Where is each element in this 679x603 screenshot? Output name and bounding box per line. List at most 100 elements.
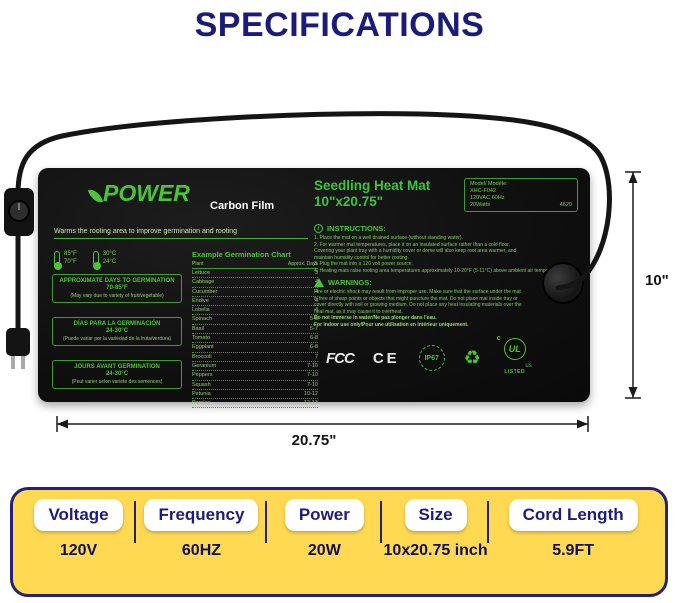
height-arrowhead-bottom bbox=[628, 387, 638, 398]
dial-knob-icon bbox=[8, 200, 30, 222]
plug-prong bbox=[11, 356, 15, 369]
instructions-section: i INSTRUCTIONS: 1. Place the mat on a we… bbox=[314, 224, 580, 275]
ul-c-mark: c bbox=[496, 335, 501, 342]
width-arrowhead-left bbox=[57, 419, 68, 429]
plant-days: 4 bbox=[314, 297, 318, 304]
spec-value: 10x20.75 inch bbox=[383, 542, 488, 559]
temp-celsius: 30°C 24°C bbox=[92, 250, 117, 270]
ul-us-mark: us bbox=[525, 363, 532, 369]
plant-name: Lettuce bbox=[192, 270, 211, 276]
leaf-icon bbox=[87, 186, 104, 206]
instruction-line: 2. For warmer mat temperatures, place it… bbox=[314, 241, 510, 248]
plant-days: 5-6 bbox=[310, 316, 318, 323]
ce-logo: CE bbox=[372, 349, 400, 367]
tagline-text: Warms the rooting area to improve germin… bbox=[54, 228, 308, 239]
instruction-line: 3. Plug the mat into a 120 volt power so… bbox=[314, 261, 413, 268]
germination-row: Eggplant 6-8 bbox=[192, 343, 318, 353]
temp-low: 70°F bbox=[64, 259, 77, 265]
ul-listed-label: LISTED bbox=[504, 369, 526, 375]
warnings-section: WARNINGS: Fire or electric shock may res… bbox=[314, 278, 580, 329]
plant-name: Eggplant bbox=[192, 344, 214, 351]
model-code: 4620 bbox=[559, 202, 572, 208]
temp-low: 24°C bbox=[102, 259, 117, 265]
plant-name: Parsley bbox=[192, 400, 211, 407]
instruction-line: 4. Heating mats raise rooting area tempe… bbox=[314, 267, 563, 274]
product-size: 10"x20.75" bbox=[314, 194, 384, 209]
ipower-logo: POWER bbox=[87, 180, 190, 206]
plant-days: 7 bbox=[314, 353, 318, 360]
plant-name: Broccoli bbox=[192, 353, 212, 360]
temperature-range-row: 85°F 70°F 30°C 24°C bbox=[54, 250, 117, 270]
germination-chart-header: Plant Approx. Days bbox=[192, 261, 318, 269]
spec-table: Voltage 120V Frequency 60HZ Power 20W Si… bbox=[10, 487, 668, 597]
model-label: Model/ Modèle: bbox=[470, 181, 508, 187]
spec-value: 20W bbox=[307, 542, 341, 559]
germination-chart: Example Germination Chart Plant Approx. … bbox=[192, 250, 318, 409]
plant-name: Cabbage bbox=[192, 279, 215, 286]
width-dimension-arrow bbox=[56, 416, 589, 432]
instruction-line: maintain humidity control for better roo… bbox=[314, 254, 409, 261]
certification-logos: FCC CE IP67 ♻ c UL us LISTED bbox=[326, 335, 532, 378]
spec-value: 120V bbox=[59, 542, 98, 559]
warning-line: heat mat, as it may cause it to overheat… bbox=[314, 308, 403, 315]
spec-column-voltage: Voltage 120V bbox=[21, 499, 137, 594]
plant-name: Geranium bbox=[192, 362, 217, 369]
model-voltage: 120VAC 60Hz bbox=[470, 195, 505, 201]
height-dimension-label: 10" bbox=[645, 272, 669, 289]
warning-icon bbox=[314, 278, 324, 287]
plant-name: Squash bbox=[192, 381, 211, 388]
spec-column-frequency: Frequency 60HZ bbox=[136, 499, 267, 594]
brand-name: POWER bbox=[103, 180, 190, 206]
plug-prong bbox=[21, 356, 25, 369]
spec-column-size: Size 10x20.75 inch bbox=[382, 499, 490, 594]
plant-days: 7-10 bbox=[306, 372, 318, 379]
germination-row: Broccoli 7 bbox=[192, 353, 318, 362]
plant-days: 4 bbox=[314, 288, 318, 295]
fcc-logo: FCC bbox=[326, 349, 355, 367]
warning-line: For indoor use only/Pour une utilisation… bbox=[314, 321, 469, 328]
plant-name: Peppers bbox=[192, 372, 213, 379]
ul-mark: UL bbox=[503, 338, 526, 360]
thermostat-dial-controller bbox=[4, 188, 34, 236]
height-dimension-arrow bbox=[625, 171, 641, 399]
warning-line: Fire or electric shock may result from i… bbox=[314, 289, 521, 295]
germination-row: Peppers 7-10 bbox=[192, 371, 318, 381]
spec-column-power: Power 20W bbox=[267, 499, 383, 594]
instructions-title: INSTRUCTIONS: bbox=[327, 224, 386, 233]
model-number: XHC-F042 bbox=[470, 188, 496, 194]
carbon-film-label: Carbon Film bbox=[210, 200, 275, 212]
plant-days: 4 bbox=[314, 307, 318, 314]
cord-connector bbox=[542, 262, 584, 304]
plant-days: 10-12 bbox=[303, 390, 318, 397]
plant-name: Petunia bbox=[192, 390, 211, 397]
spec-header: Power bbox=[284, 499, 364, 531]
germination-info-box-en: APPROXIMATE DAYS TO GERMINATION 70-85°F … bbox=[52, 274, 182, 303]
germination-row: Endive 4 bbox=[192, 297, 318, 307]
heat-mat-product-image: POWER Carbon Film Warms the rooting area… bbox=[38, 168, 590, 409]
ul-badge: c UL us LISTED bbox=[496, 335, 532, 378]
plant-name: Tomato bbox=[192, 335, 211, 342]
warnings-title: WARNINGS: bbox=[328, 278, 372, 287]
product-title: Seedling Heat Mat 10"x20.75" bbox=[314, 178, 431, 209]
plant-name: Lobelia bbox=[192, 307, 210, 314]
spec-header: Cord Length bbox=[508, 499, 638, 531]
plant-days: 5-7 bbox=[310, 325, 318, 332]
ip67-badge: IP67 bbox=[418, 345, 445, 371]
recycle-icon: ♻ bbox=[463, 347, 481, 369]
plant-days: 6-8 bbox=[310, 344, 318, 351]
warning-line: is free of sharp points or objects that … bbox=[314, 295, 518, 302]
spec-header: Size bbox=[404, 499, 467, 531]
plant-name: Endive bbox=[192, 297, 209, 304]
warning-line: cover directly with soil or growing medi… bbox=[314, 302, 522, 309]
width-dimension-label: 20.75" bbox=[291, 432, 337, 449]
temp-high: 30°C bbox=[102, 251, 117, 257]
spec-header: Voltage bbox=[34, 499, 123, 531]
spec-header: Frequency bbox=[144, 499, 259, 531]
